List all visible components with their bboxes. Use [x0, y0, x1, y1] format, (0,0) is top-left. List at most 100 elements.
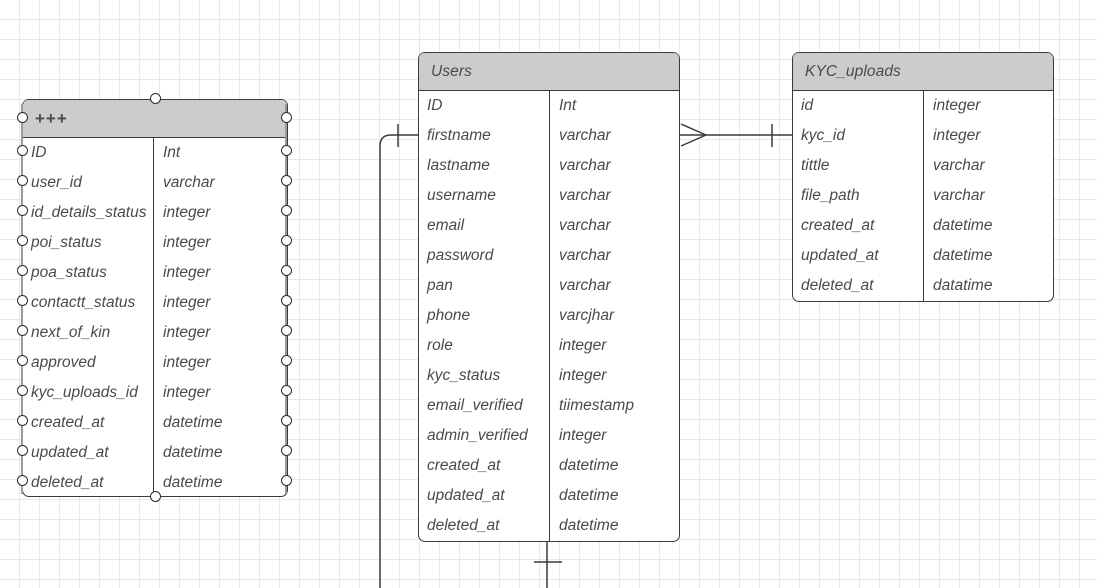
entity-table-kyc-uploads[interactable]: KYC_uploads id integer kyc_id integer ti…	[792, 52, 1054, 302]
field-row[interactable]: email varchar	[419, 211, 679, 241]
field-name: id	[801, 97, 814, 114]
field-row[interactable]: approved integer	[23, 348, 287, 378]
connection-handle-left-10[interactable]	[17, 415, 28, 426]
connection-handle-right-1[interactable]	[281, 145, 292, 156]
resize-handle-top-center[interactable]	[150, 93, 161, 104]
field-row[interactable]: updated_at datetime	[23, 438, 287, 468]
field-type: datetime	[163, 444, 223, 461]
connection-handle-right-7[interactable]	[281, 325, 292, 336]
connection-handle-left-12[interactable]	[17, 475, 28, 486]
connection-handle-left-4[interactable]	[17, 235, 28, 246]
field-row[interactable]: password varchar	[419, 241, 679, 271]
field-name: created_at	[427, 457, 501, 474]
field-type: integer	[163, 204, 211, 221]
connection-handle-left-2[interactable]	[17, 175, 28, 186]
field-row[interactable]: role integer	[419, 331, 679, 361]
connection-handle-right-4[interactable]	[281, 235, 292, 246]
field-row[interactable]: kyc_id integer	[793, 121, 1053, 151]
connection-handle-right-3[interactable]	[281, 205, 292, 216]
field-row[interactable]: id integer	[793, 91, 1053, 121]
field-row[interactable]: created_at datetime	[419, 451, 679, 481]
field-row[interactable]: kyc_status integer	[419, 361, 679, 391]
connection-handle-right-0[interactable]	[281, 112, 292, 123]
connection-handle-left-8[interactable]	[17, 355, 28, 366]
field-type: integer	[933, 127, 981, 144]
connection-handle-right-2[interactable]	[281, 175, 292, 186]
field-row[interactable]: id_details_status integer	[23, 198, 287, 228]
connection-handle-right-5[interactable]	[281, 265, 292, 276]
field-row[interactable]: poa_status integer	[23, 258, 287, 288]
field-type: varchar	[559, 187, 611, 204]
field-type: integer	[559, 427, 607, 444]
field-row[interactable]: email_verified tiimestamp	[419, 391, 679, 421]
field-type: varchar	[559, 157, 611, 174]
field-row[interactable]: file_path varchar	[793, 181, 1053, 211]
entity-table-kyc[interactable]: +++ ID Int user_id varchar id_details_st…	[22, 99, 288, 497]
field-row[interactable]: created_at datetime	[793, 211, 1053, 241]
field-name: next_of_kin	[31, 324, 111, 341]
field-name: role	[427, 337, 453, 354]
field-type: varchar	[559, 277, 611, 294]
field-row[interactable]: pan varchar	[419, 271, 679, 301]
field-name: pan	[427, 277, 453, 294]
entity-header-kyc-uploads[interactable]: KYC_uploads	[793, 53, 1053, 91]
field-name: poa_status	[31, 264, 107, 281]
field-row[interactable]: contactt_status integer	[23, 288, 287, 318]
connection-handle-left-9[interactable]	[17, 385, 28, 396]
field-name: kyc_status	[427, 367, 501, 384]
field-row[interactable]: lastname varchar	[419, 151, 679, 181]
field-name: email	[427, 217, 465, 234]
field-row[interactable]: updated_at datetime	[793, 241, 1053, 271]
connection-handle-left-3[interactable]	[17, 205, 28, 216]
connection-handle-left-0[interactable]	[17, 112, 28, 123]
field-type: datatime	[933, 277, 993, 294]
connection-handle-right-11[interactable]	[281, 445, 292, 456]
field-row[interactable]: kyc_uploads_id integer	[23, 378, 287, 408]
field-type: varchar	[933, 187, 985, 204]
connection-handle-left-6[interactable]	[17, 295, 28, 306]
field-row[interactable]: tittle varchar	[793, 151, 1053, 181]
field-row[interactable]: firstname varchar	[419, 121, 679, 151]
field-row[interactable]: phone varcjhar	[419, 301, 679, 331]
connection-handle-left-5[interactable]	[17, 265, 28, 276]
field-row[interactable]: ID Int	[419, 91, 679, 121]
field-name: updated_at	[427, 487, 505, 504]
entity-header-kyc[interactable]: +++	[23, 100, 287, 138]
connection-handle-right-12[interactable]	[281, 475, 292, 486]
entity-title-kyc: +++	[35, 108, 68, 128]
field-row[interactable]: next_of_kin integer	[23, 318, 287, 348]
connection-handle-left-1[interactable]	[17, 145, 28, 156]
field-name: email_verified	[427, 397, 523, 414]
connection-handle-right-9[interactable]	[281, 385, 292, 396]
connection-handle-right-6[interactable]	[281, 295, 292, 306]
entity-table-users[interactable]: Users ID Int firstname varchar lastname …	[418, 52, 680, 542]
connection-handle-right-10[interactable]	[281, 415, 292, 426]
field-row[interactable]: deleted_at datetime	[23, 468, 287, 498]
field-type: varcjhar	[559, 307, 615, 324]
connection-handle-right-8[interactable]	[281, 355, 292, 366]
field-type: integer	[933, 97, 981, 114]
field-name: updated_at	[801, 247, 879, 264]
field-type: integer	[163, 324, 211, 341]
field-row[interactable]: created_at datetime	[23, 408, 287, 438]
connection-handle-left-11[interactable]	[17, 445, 28, 456]
field-row[interactable]: updated_at datetime	[419, 481, 679, 511]
field-row[interactable]: deleted_at datetime	[419, 511, 679, 541]
field-row[interactable]: deleted_at datatime	[793, 271, 1053, 301]
entity-title-users: Users	[431, 62, 472, 80]
field-row[interactable]: poi_status integer	[23, 228, 287, 258]
field-row[interactable]: user_id varchar	[23, 168, 287, 198]
field-row[interactable]: username varchar	[419, 181, 679, 211]
field-row[interactable]: ID Int	[23, 138, 287, 168]
field-name: password	[427, 247, 494, 264]
column-divider	[153, 138, 154, 496]
resize-handle-bottom-center[interactable]	[150, 491, 161, 502]
entity-header-users[interactable]: Users	[419, 53, 679, 91]
connection-handle-left-7[interactable]	[17, 325, 28, 336]
field-type: datetime	[559, 487, 619, 504]
field-row[interactable]: admin_verified integer	[419, 421, 679, 451]
field-type: datetime	[163, 414, 223, 431]
field-type: Int	[163, 144, 181, 161]
field-name: tittle	[801, 157, 830, 174]
field-type: integer	[163, 384, 211, 401]
